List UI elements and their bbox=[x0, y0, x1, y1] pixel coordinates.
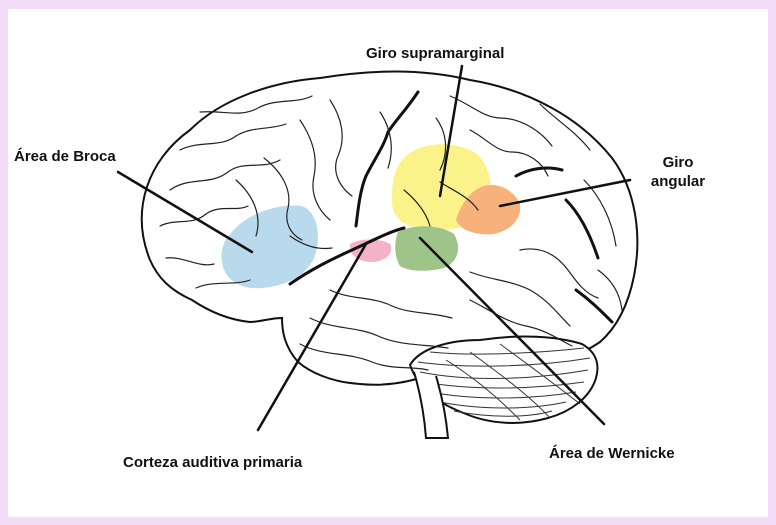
label-angular-line1: Giro bbox=[662, 154, 694, 171]
angular-region bbox=[456, 184, 521, 235]
label-broca: Área de Broca bbox=[14, 148, 116, 165]
major-sulci bbox=[288, 90, 614, 324]
label-auditory: Corteza auditiva primaria bbox=[123, 454, 303, 471]
label-angular-line2: angular bbox=[650, 173, 706, 190]
pointer-auditory bbox=[256, 242, 368, 432]
diagram-frame bbox=[8, 9, 768, 517]
label-wernicke: Área de Wernicke bbox=[549, 445, 675, 462]
gyri-texture bbox=[159, 95, 623, 371]
cerebellum-folia bbox=[417, 343, 591, 421]
pointer-broca bbox=[116, 170, 254, 254]
pointer-supramarginal bbox=[438, 64, 464, 198]
wernicke-region bbox=[395, 226, 459, 271]
broca-region bbox=[221, 205, 318, 289]
pointer-angular bbox=[498, 178, 632, 208]
brain-outline bbox=[140, 70, 639, 386]
label-angular: Giro angular bbox=[640, 153, 716, 191]
cerebellum bbox=[408, 335, 599, 424]
brainstem bbox=[413, 371, 450, 439]
label-supramarginal: Giro supramarginal bbox=[366, 45, 505, 62]
pointer-wernicke bbox=[418, 236, 606, 426]
pointer-lines bbox=[116, 64, 632, 432]
